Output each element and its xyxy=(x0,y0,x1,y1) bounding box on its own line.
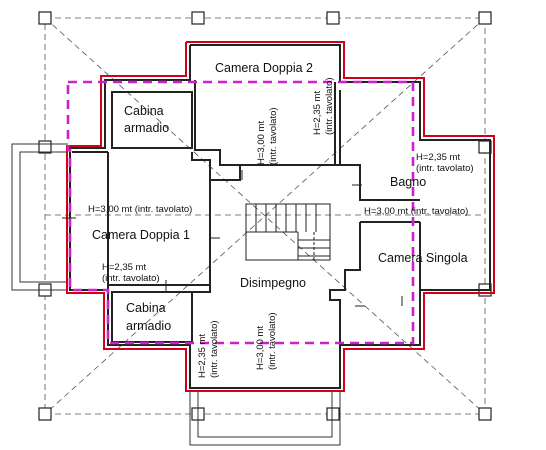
height-note-bagno-intr: (intr. tavolato) xyxy=(416,163,474,174)
height-note-left-h235: H=2,35 mt xyxy=(102,262,146,273)
height-note-bottom-h300: H=3,00 mt xyxy=(255,326,266,370)
pillar xyxy=(326,11,340,25)
room-label-camera-singola: Camera Singola xyxy=(378,251,468,265)
height-note-dc2-intr: (intr. tavolato) xyxy=(324,77,335,135)
pillar xyxy=(191,11,205,25)
pillar xyxy=(38,140,52,154)
pillar xyxy=(478,11,492,25)
room-label-cabina-bottom-2: armadio xyxy=(126,319,171,333)
height-note-bottom-intr2: (intr. tavolato) xyxy=(267,312,278,370)
walls xyxy=(69,44,491,389)
pillars xyxy=(38,11,492,421)
height-note-dc2-h235: H=2,35 mt xyxy=(312,91,323,135)
height-note-camera-doppia-1: H=3,00 mt (intr. tavolato) xyxy=(88,204,192,215)
height-note-bottom-h235: H=2,35 mt xyxy=(197,334,208,378)
pillar xyxy=(38,407,52,421)
height-note-bagno-h300: H=3,00 mt (intr. tavolato) xyxy=(364,206,468,217)
room-label-camera-doppia-1: Camera Doppia 1 xyxy=(92,228,190,242)
heated-perimeter xyxy=(66,41,495,392)
height-note-bagno-h235: H=2,35 mt xyxy=(416,152,460,163)
height-note-bottom-intr: (intr. tavolato) xyxy=(209,320,220,378)
height-note-left-intr: (intr. tavolato) xyxy=(102,273,160,284)
vertical-notes: H=3,00 mt (intr. tavolato) H=2,35 mt (in… xyxy=(197,77,335,378)
height-note-core-intr: (intr. tavolato) xyxy=(268,107,279,165)
bottom-balcony xyxy=(189,390,341,446)
room-label-cabina-bottom-1: Cabina xyxy=(126,301,166,315)
tick-marks xyxy=(62,170,403,307)
dashed-area-boundary xyxy=(66,80,415,345)
room-label-cabina-top-2: armadio xyxy=(124,121,169,135)
pillar xyxy=(326,407,340,421)
pillar xyxy=(38,11,52,25)
room-label-cabina-top-1: Cabina xyxy=(124,104,164,118)
room-label-bagno: Bagno xyxy=(390,175,426,189)
left-terrace xyxy=(11,143,68,291)
room-label-camera-doppia-2: Camera Doppia 2 xyxy=(215,61,313,75)
staircase xyxy=(245,203,331,262)
pillar xyxy=(478,407,492,421)
height-note-core-h300: H=3,00 mt xyxy=(256,121,267,165)
room-label-disimpegno: Disimpegno xyxy=(240,276,306,290)
